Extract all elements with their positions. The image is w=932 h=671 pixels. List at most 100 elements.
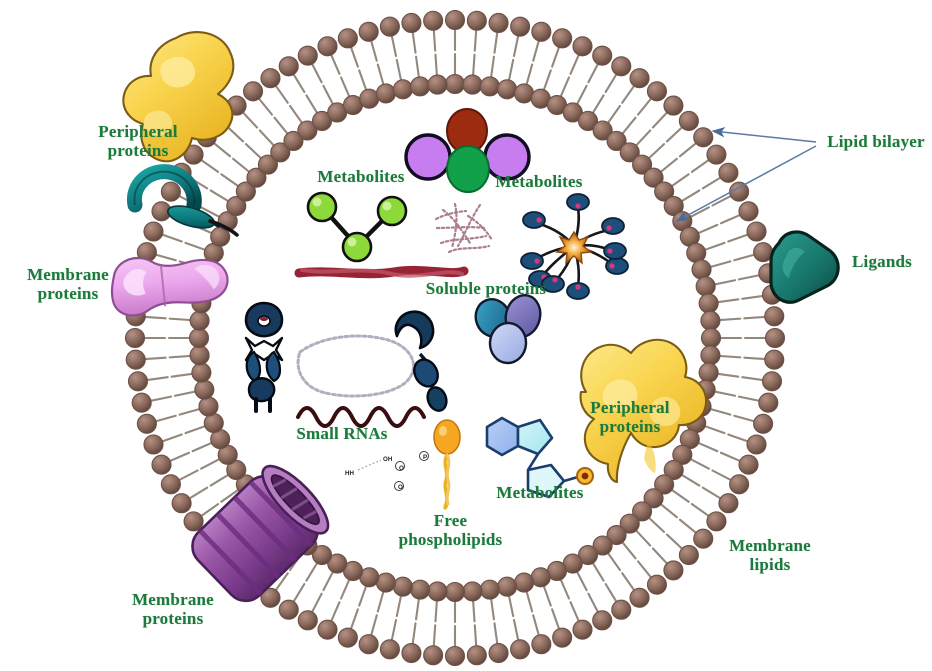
lipid-head-inner [698,293,719,314]
label-peripheral-proteins-right: Peripheral proteins [590,398,670,437]
dendrimer-terminal-groups [520,193,629,300]
protein-chain-blue [394,310,448,412]
label-membrane-proteins-bottom: Membrane proteins [132,590,214,629]
lipid-head-outer [423,10,444,31]
lipid-head-inner [632,154,653,175]
lipid-head-inner [606,524,627,546]
lipid-head-outer [466,10,487,31]
lipid-head-inner [700,327,722,349]
lipid-head-outer [131,392,152,413]
lipid-head-outer [125,349,146,370]
lipid-head-inner [592,535,613,556]
lipid-head-inner [462,74,483,95]
lipid-head-outer [337,28,358,49]
lipid-head-inner [619,142,640,163]
lipid-head-inner [226,195,247,217]
metabolites-green-triad [306,191,408,263]
nucleotide-metabolite [485,416,594,499]
lipid-head-inner [643,488,664,509]
lipid-head-outer [337,627,358,648]
lipid-head-inner [654,181,675,202]
lipid-head-inner [189,345,210,366]
lipid-head-outer [160,181,181,202]
protein-loop-light [296,334,415,398]
receptor-protein-blue [244,301,284,413]
svg-text:OH: OH [383,456,393,463]
lipid-head-inner [327,553,348,574]
lipid-head-inner [663,459,684,481]
lipid-head-inner [514,572,535,593]
lipid-head-outer [738,454,759,475]
lipid-head-outer [466,645,487,666]
lipid-head-outer [358,634,379,655]
soluble-protein-dendrimer [520,193,629,300]
lipid-bilayer [124,9,786,667]
lipid-head-outer [611,599,632,620]
lipid-head-outer [444,645,466,667]
lipid-head-outer [260,68,281,89]
lipid-head-outer [764,306,785,327]
metabolite-green-ellipse [446,145,490,193]
lipid-head-outer [143,221,164,242]
label-small-rnas: Small RNAs [296,424,388,443]
lipid-head-outer [753,413,774,434]
lipid-head-outer [278,56,299,77]
lipid-head-outer [531,634,552,655]
lipid-head-outer [552,627,573,648]
lipid-head-outer [592,45,613,66]
lipid-head-inner [246,167,267,188]
lipid-head-inner [592,120,613,141]
lipid-head-inner [226,459,247,481]
lipid-head-outer [572,36,593,57]
lipid-head-outer [746,434,767,455]
lipid-head-outer [510,16,531,37]
lipid-head-inner [691,259,712,280]
svg-text:O: O [399,465,404,472]
lipid-head-outer [693,127,714,148]
lipid-head-outer [678,544,699,566]
lipid-head-inner [654,474,675,495]
soluble-protein-filament [294,265,469,279]
lipid-head-inner [462,581,483,602]
lipid-bilayer-arrow-outer [711,127,817,143]
soluble-protein-trilobe [474,294,542,365]
lipid-head-outer [629,68,650,89]
lipid-head-inner [497,576,518,597]
lipid-head-inner [375,83,396,104]
lipid-head-outer [718,493,739,514]
lipid-head-inner [257,154,278,175]
lipid-head-inner [189,310,210,331]
lipid-head-inner [514,83,535,104]
lipid-head-outer [151,454,172,475]
lipid-head-outer [693,528,714,549]
peripheral-protein-blob-yellow [122,31,235,163]
lipid-head-outer [761,371,783,392]
lipid-head-inner [562,102,583,123]
membrane-protein-purple-channel [191,464,330,603]
lipid-head-outer [646,81,668,102]
lipid-head-inner [194,379,215,400]
lipid-head-inner [479,76,500,97]
label-lipid-bilayer: Lipid bilayer [827,132,925,151]
ligand-triangle-teal [769,230,840,304]
lipid-head-outer [127,371,149,392]
lipid-head-outer [488,12,509,34]
lipid-head-inner [427,74,448,95]
lipid-head-inner [410,579,431,600]
lipid-head-outer [718,162,739,183]
svg-text:P: P [423,454,427,461]
lipid-head-outer [758,392,779,413]
lipid-head-inner [359,88,380,109]
lipid-bilayer-arrow-inner [675,145,817,222]
lipid-head-inner [375,572,396,593]
lipid-head-inner [479,579,500,600]
label-ligands: Ligands [852,252,912,271]
label-soluble-proteins: Soluble proteins [425,279,547,298]
lipid-head-outer [738,201,759,222]
soluble-protein-tangle [434,202,494,254]
chemical-formula-annotations: HH OH O O P [345,451,429,491]
svg-text:HH: HH [345,470,354,477]
lipid-head-outer [143,434,164,455]
